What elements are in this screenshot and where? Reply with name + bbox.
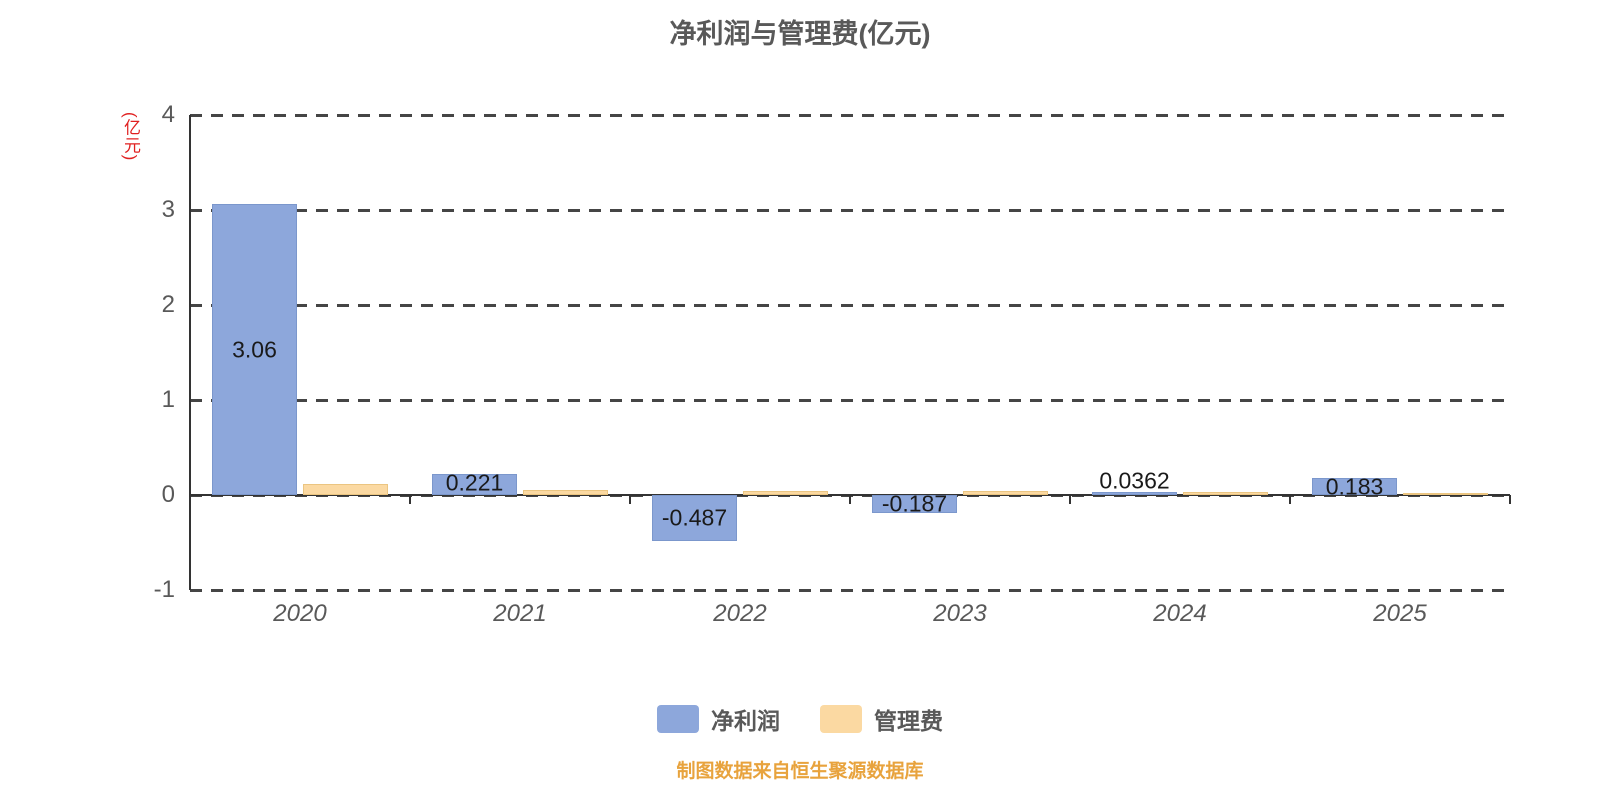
y-axis-tick-label: 3 xyxy=(161,196,175,223)
bar-management-fee xyxy=(1183,492,1268,495)
bar-management-fee xyxy=(743,491,828,495)
gridline xyxy=(190,208,1510,212)
bar-management-fee xyxy=(963,491,1048,495)
gridline xyxy=(190,398,1510,402)
bar-management-fee xyxy=(1403,492,1488,495)
bar-net-profit xyxy=(432,474,517,495)
bar-value-label: -0.187 xyxy=(881,490,948,517)
bar-management-fee xyxy=(523,490,608,495)
x-axis-category-label: 2022 xyxy=(713,600,767,627)
x-axis-tick xyxy=(629,495,631,504)
bar-management-fee xyxy=(303,483,388,495)
y-axis-tick-label: 0 xyxy=(161,481,175,508)
x-axis-category-label: 2025 xyxy=(1373,600,1427,627)
x-axis-tick xyxy=(189,495,191,504)
bar-net-profit xyxy=(872,495,957,513)
y-axis-tick-label: 4 xyxy=(161,101,175,128)
legend-swatch-net-profit xyxy=(657,705,699,733)
bar-value-label: 0.0362 xyxy=(1099,467,1170,494)
legend-label-management-fee: 管理费 xyxy=(874,708,943,734)
y-axis-tick-label: 1 xyxy=(161,386,175,413)
x-axis-tick xyxy=(849,495,851,504)
bar-net-profit xyxy=(212,204,297,495)
bar-value-label: 3.06 xyxy=(232,336,277,363)
legend: 净利润 管理费 xyxy=(0,702,1600,736)
x-axis-tick xyxy=(1289,495,1291,504)
data-source-note: 制图数据来自恒生聚源数据库 xyxy=(676,761,924,782)
gridline xyxy=(190,303,1510,307)
y-axis-tick-label: -1 xyxy=(153,576,175,603)
gridline xyxy=(190,113,1510,117)
chart-title: 净利润与管理费(亿元) xyxy=(669,19,931,49)
x-axis-tick xyxy=(409,495,411,504)
bar-value-label: -0.487 xyxy=(661,504,728,531)
x-axis-tick xyxy=(1509,495,1511,504)
bar-value-label: 0.183 xyxy=(1325,473,1384,500)
x-axis-category-label: 2024 xyxy=(1153,600,1207,627)
legend-label-net-profit: 净利润 xyxy=(711,708,780,734)
legend-item-management-fee[interactable]: 管理费 xyxy=(820,702,943,736)
legend-swatch-management-fee xyxy=(820,705,862,733)
y-axis-tick-label: 2 xyxy=(161,291,175,318)
gridline xyxy=(190,588,1510,592)
bar-net-profit xyxy=(1312,477,1397,495)
y-axis-unit-label: (亿元) xyxy=(121,112,140,162)
bar-value-label: 0.221 xyxy=(445,469,504,496)
x-axis-tick xyxy=(1069,495,1071,504)
x-axis-category-label: 2021 xyxy=(493,600,547,627)
y-axis-line xyxy=(189,115,191,590)
x-axis-category-label: 2023 xyxy=(933,600,987,627)
bar-net-profit xyxy=(652,495,737,542)
x-axis-category-label: 2020 xyxy=(273,600,327,627)
bar-net-profit xyxy=(1092,491,1177,495)
legend-item-net-profit[interactable]: 净利润 xyxy=(657,702,780,736)
